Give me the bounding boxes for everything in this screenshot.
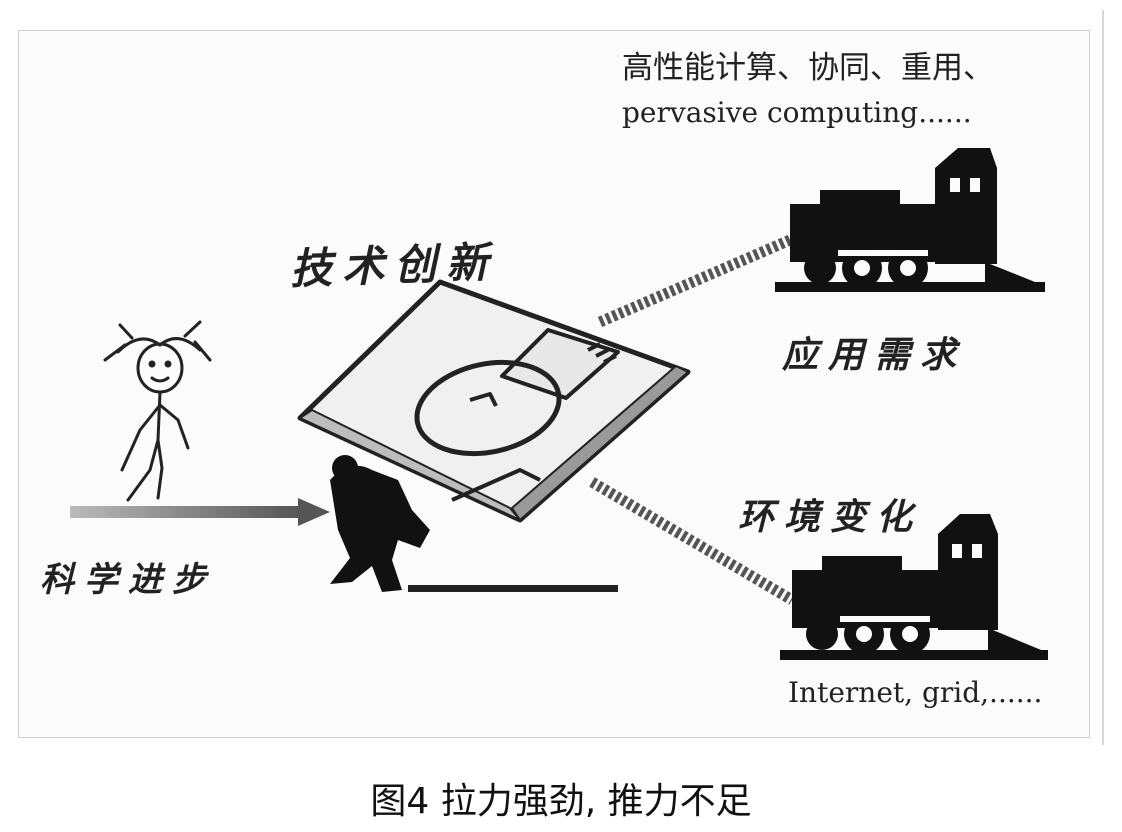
floppy-disk (297, 279, 691, 523)
pushing-man (330, 455, 618, 592)
right-border-line (1102, 10, 1104, 745)
top-right-label-line2: pervasive computing...... (622, 96, 972, 129)
lower-locomotive (780, 514, 1048, 660)
upper-tow-rope (597, 234, 793, 328)
innovation-label: 技术创新 (289, 237, 499, 294)
upper-locomotive (775, 148, 1045, 292)
lower-tow-rope (589, 477, 795, 605)
push-arrow (70, 498, 330, 526)
figure-caption: 图4 拉力强劲, 推力不足 (370, 781, 752, 822)
environment-change-label: 环境变化 (738, 496, 923, 538)
application-demand-label: 应用需求 (782, 334, 967, 376)
bottom-right-label: Internet, grid,...... (788, 676, 1043, 709)
stick-figure (103, 320, 212, 502)
science-progress-label: 科学进步 (40, 560, 216, 600)
top-right-label-line1: 高性能计算、协同、重用、 (622, 50, 994, 86)
diagram-illustration (70, 148, 1048, 660)
